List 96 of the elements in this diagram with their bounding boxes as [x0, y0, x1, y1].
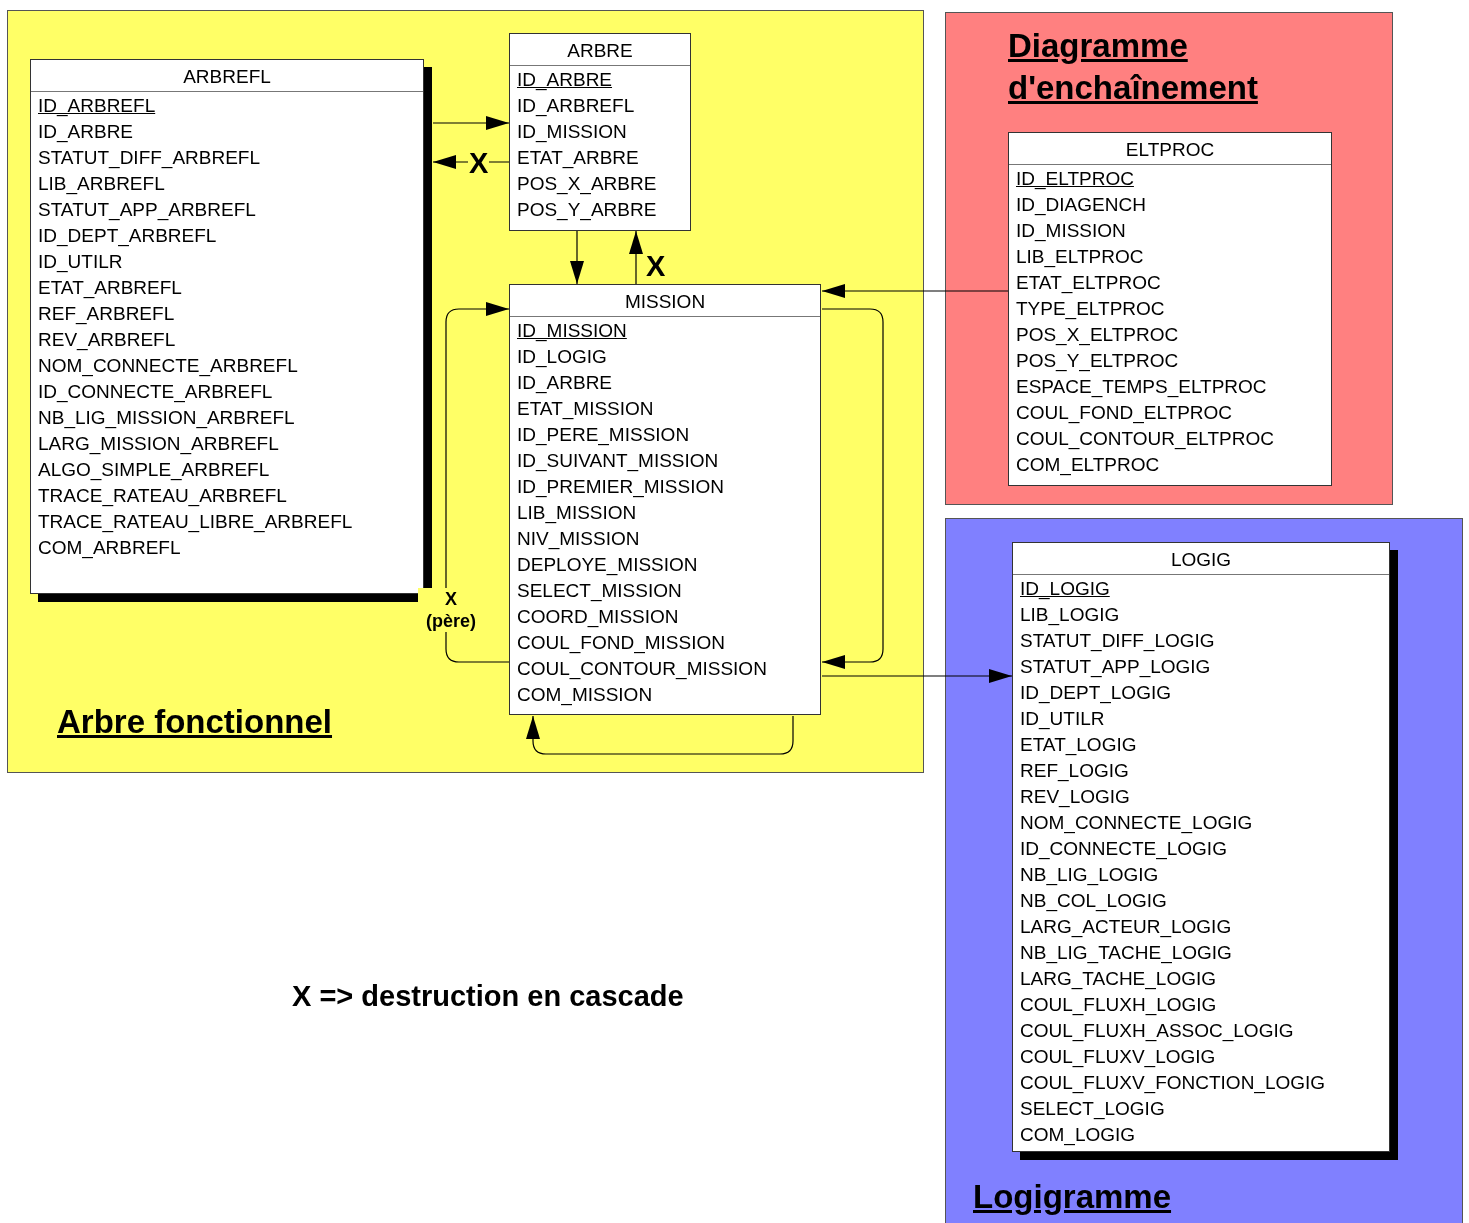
table-title: MISSION: [510, 285, 820, 317]
field-name: ETAT_ARBREFL: [37, 276, 182, 301]
field-name: ETAT_ELTPROC: [1015, 271, 1161, 296]
field-name: TYPE_ELTPROC: [1015, 297, 1165, 322]
field-name: COUL_FLUXH_ASSOC_LOGIG: [1019, 1019, 1294, 1044]
field-name: ID_DEPT_LOGIG: [1019, 681, 1171, 706]
field-name: STATUT_DIFF_LOGIG: [1019, 629, 1215, 654]
field-name: ID_CONNECTE_LOGIG: [1019, 837, 1227, 862]
field-name: NOM_CONNECTE_LOGIG: [1019, 811, 1253, 836]
field-name: ID_MISSION: [516, 120, 627, 145]
field-name: DEPLOYE_MISSION: [516, 553, 698, 578]
entity-table: [509, 33, 691, 231]
field-name: POS_X_ARBRE: [516, 172, 657, 197]
field-name: LIB_ELTPROC: [1015, 245, 1144, 270]
field-name: COUL_CONTOUR_ELTPROC: [1015, 427, 1274, 452]
field-name: NOM_CONNECTE_ARBREFL: [37, 354, 298, 379]
field-name: COUL_FLUXH_LOGIG: [1019, 993, 1217, 1018]
note-text: X => destruction en cascade: [292, 980, 684, 1013]
field-name: COM_ARBREFL: [37, 536, 181, 561]
table-title: ARBRE: [510, 34, 690, 66]
field-name: ETAT_LOGIG: [1019, 733, 1137, 758]
relation-arrow: [629, 230, 643, 285]
field-name: POS_Y_ELTPROC: [1015, 349, 1179, 374]
field-name: NB_LIG_MISSION_ARBREFL: [37, 406, 295, 431]
field-name: ALGO_SIMPLE_ARBREFL: [37, 458, 270, 483]
primary-key-field: ID_MISSION: [510, 318, 627, 344]
field-name: LIB_ARBREFL: [37, 172, 165, 197]
field-name: NB_COL_LOGIG: [1019, 889, 1167, 914]
field-name: COM_ELTPROC: [1015, 453, 1160, 478]
field-name: ID_DEPT_ARBREFL: [37, 224, 217, 249]
field-name: LARG_MISSION_ARBREFL: [37, 432, 279, 457]
field-name: STATUT_APP_LOGIG: [1019, 655, 1211, 680]
field-name: ID_DIAGENCH: [1015, 193, 1146, 218]
field-name: LARG_TACHE_LOGIG: [1019, 967, 1217, 992]
panel-title: Arbre fonctionnel: [57, 702, 333, 742]
relation-arrow: [526, 715, 794, 755]
field-name: COORD_MISSION: [516, 605, 679, 630]
panel-title: Logigramme: [973, 1177, 1173, 1217]
field-name: POS_Y_ARBRE: [516, 198, 657, 223]
field-name: ID_UTILR: [37, 250, 123, 275]
field-name: ID_MISSION: [1015, 219, 1126, 244]
field-name: NB_LIG_TACHE_LOGIG: [1019, 941, 1232, 966]
field-name: COUL_FLUXV_FONCTION_LOGIG: [1019, 1071, 1326, 1096]
field-name: ESPACE_TEMPS_ELTPROC: [1015, 375, 1267, 400]
field-name: REV_ARBREFL: [37, 328, 176, 353]
primary-key-field: ID_ARBRE: [510, 67, 613, 93]
field-name: REF_ARBREFL: [37, 302, 175, 327]
table-title: ELTPROC: [1009, 133, 1331, 165]
field-name: ID_PERE_MISSION: [516, 423, 690, 448]
field-name: POS_X_ELTPROC: [1015, 323, 1179, 348]
relation-arrow: [821, 669, 1013, 683]
field-name: SELECT_MISSION: [516, 579, 682, 604]
field-name: ETAT_MISSION: [516, 397, 654, 422]
field-name: ID_PREMIER_MISSION: [516, 475, 724, 500]
primary-key-field: ID_LOGIG: [1013, 576, 1110, 602]
field-name: COUL_FOND_ELTPROC: [1015, 401, 1233, 426]
group-panel: [945, 518, 1463, 1223]
table-title: ARBREFL: [31, 60, 423, 92]
relation-arrow: [821, 308, 884, 669]
field-name: LIB_LOGIG: [1019, 603, 1120, 628]
field-name: NB_LIG_LOGIG: [1019, 863, 1159, 888]
field-name: ID_ARBREFL: [516, 94, 635, 119]
entity-table: [1008, 132, 1332, 486]
field-name: ETAT_ARBRE: [516, 146, 639, 171]
relation-arrow: [445, 302, 510, 663]
field-name: SELECT_LOGIG: [1019, 1097, 1165, 1122]
field-name: COUL_FOND_MISSION: [516, 631, 725, 656]
field-name: ID_UTILR: [1019, 707, 1105, 732]
field-name: REF_LOGIG: [1019, 759, 1129, 784]
field-name: ID_SUIVANT_MISSION: [516, 449, 719, 474]
panel-title: Diagramme d'enchaînement: [1008, 26, 1259, 108]
field-name: ID_LOGIG: [516, 345, 607, 370]
field-name: ID_CONNECTE_ARBREFL: [37, 380, 273, 405]
field-name: ID_ARBRE: [37, 120, 134, 145]
field-name: REV_LOGIG: [1019, 785, 1130, 810]
field-name: TRACE_RATEAU_ARBREFL: [37, 484, 287, 509]
field-name: STATUT_APP_ARBREFL: [37, 198, 256, 223]
field-name: COUL_CONTOUR_MISSION: [516, 657, 767, 682]
field-name: ID_ARBRE: [516, 371, 613, 396]
field-name: LARG_ACTEUR_LOGIG: [1019, 915, 1232, 940]
entity-table: [509, 284, 821, 715]
primary-key-field: ID_ELTPROC: [1009, 166, 1134, 192]
relation-arrow: [432, 116, 510, 130]
field-name: COM_MISSION: [516, 683, 653, 708]
field-name: TRACE_RATEAU_LIBRE_ARBREFL: [37, 510, 353, 535]
relation-arrow: [821, 284, 1009, 298]
field-name: COUL_FLUXV_LOGIG: [1019, 1045, 1216, 1070]
field-name: STATUT_DIFF_ARBREFL: [37, 146, 261, 171]
table-title: LOGIG: [1013, 543, 1389, 575]
group-panel: [945, 12, 1393, 505]
field-name: LIB_MISSION: [516, 501, 637, 526]
group-panel: [7, 10, 924, 773]
relation-arrow: [570, 230, 584, 285]
field-name: COM_LOGIG: [1019, 1123, 1136, 1148]
primary-key-field: ID_ARBREFL: [31, 93, 156, 119]
field-name: NIV_MISSION: [516, 527, 640, 552]
